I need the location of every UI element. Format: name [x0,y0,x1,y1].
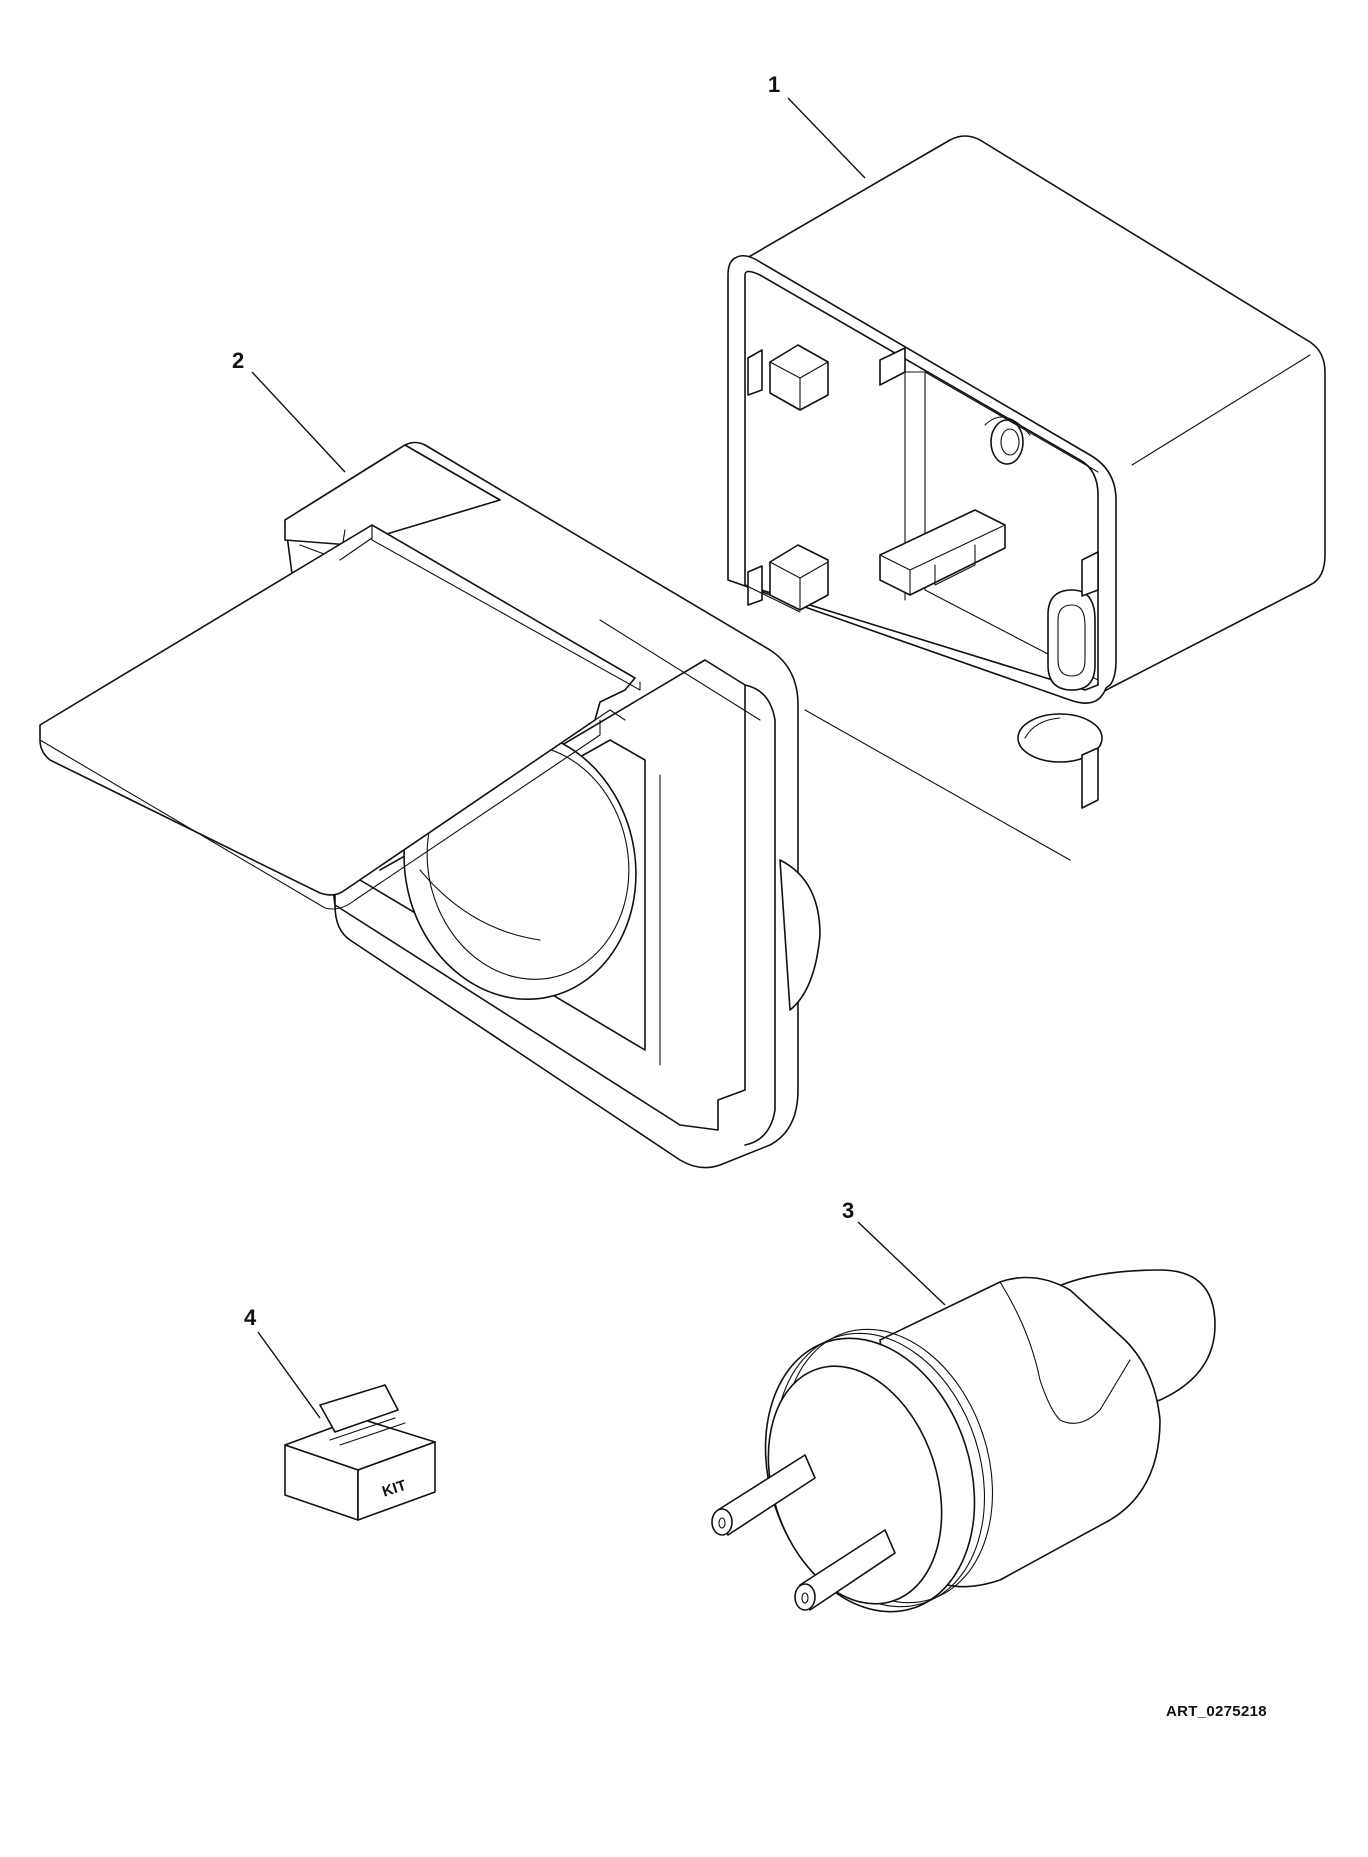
kit-box-item-4: KIT [284,1384,436,1521]
plug-pin-lower [794,1529,896,1611]
kit-label: KIT [380,1477,408,1501]
callout-item-1: 1 [768,72,781,97]
leader-line-3 [857,1221,946,1306]
leader-line-2 [251,371,346,473]
leader-line-1 [787,97,866,179]
leader-line-4 [257,1331,321,1419]
leader-lines [251,97,946,1419]
socket-cover-item-2 [39,441,821,1169]
callout-item-2: 2 [232,348,245,373]
back-box-item-1 [727,135,1326,861]
callout-item-3: 3 [842,1198,855,1223]
callout-item-4: 4 [244,1305,257,1330]
plug-pin-upper [711,1454,816,1536]
art-reference-number: ART_0275218 [1166,1703,1267,1720]
plug-item-3 [711,1269,1216,1613]
